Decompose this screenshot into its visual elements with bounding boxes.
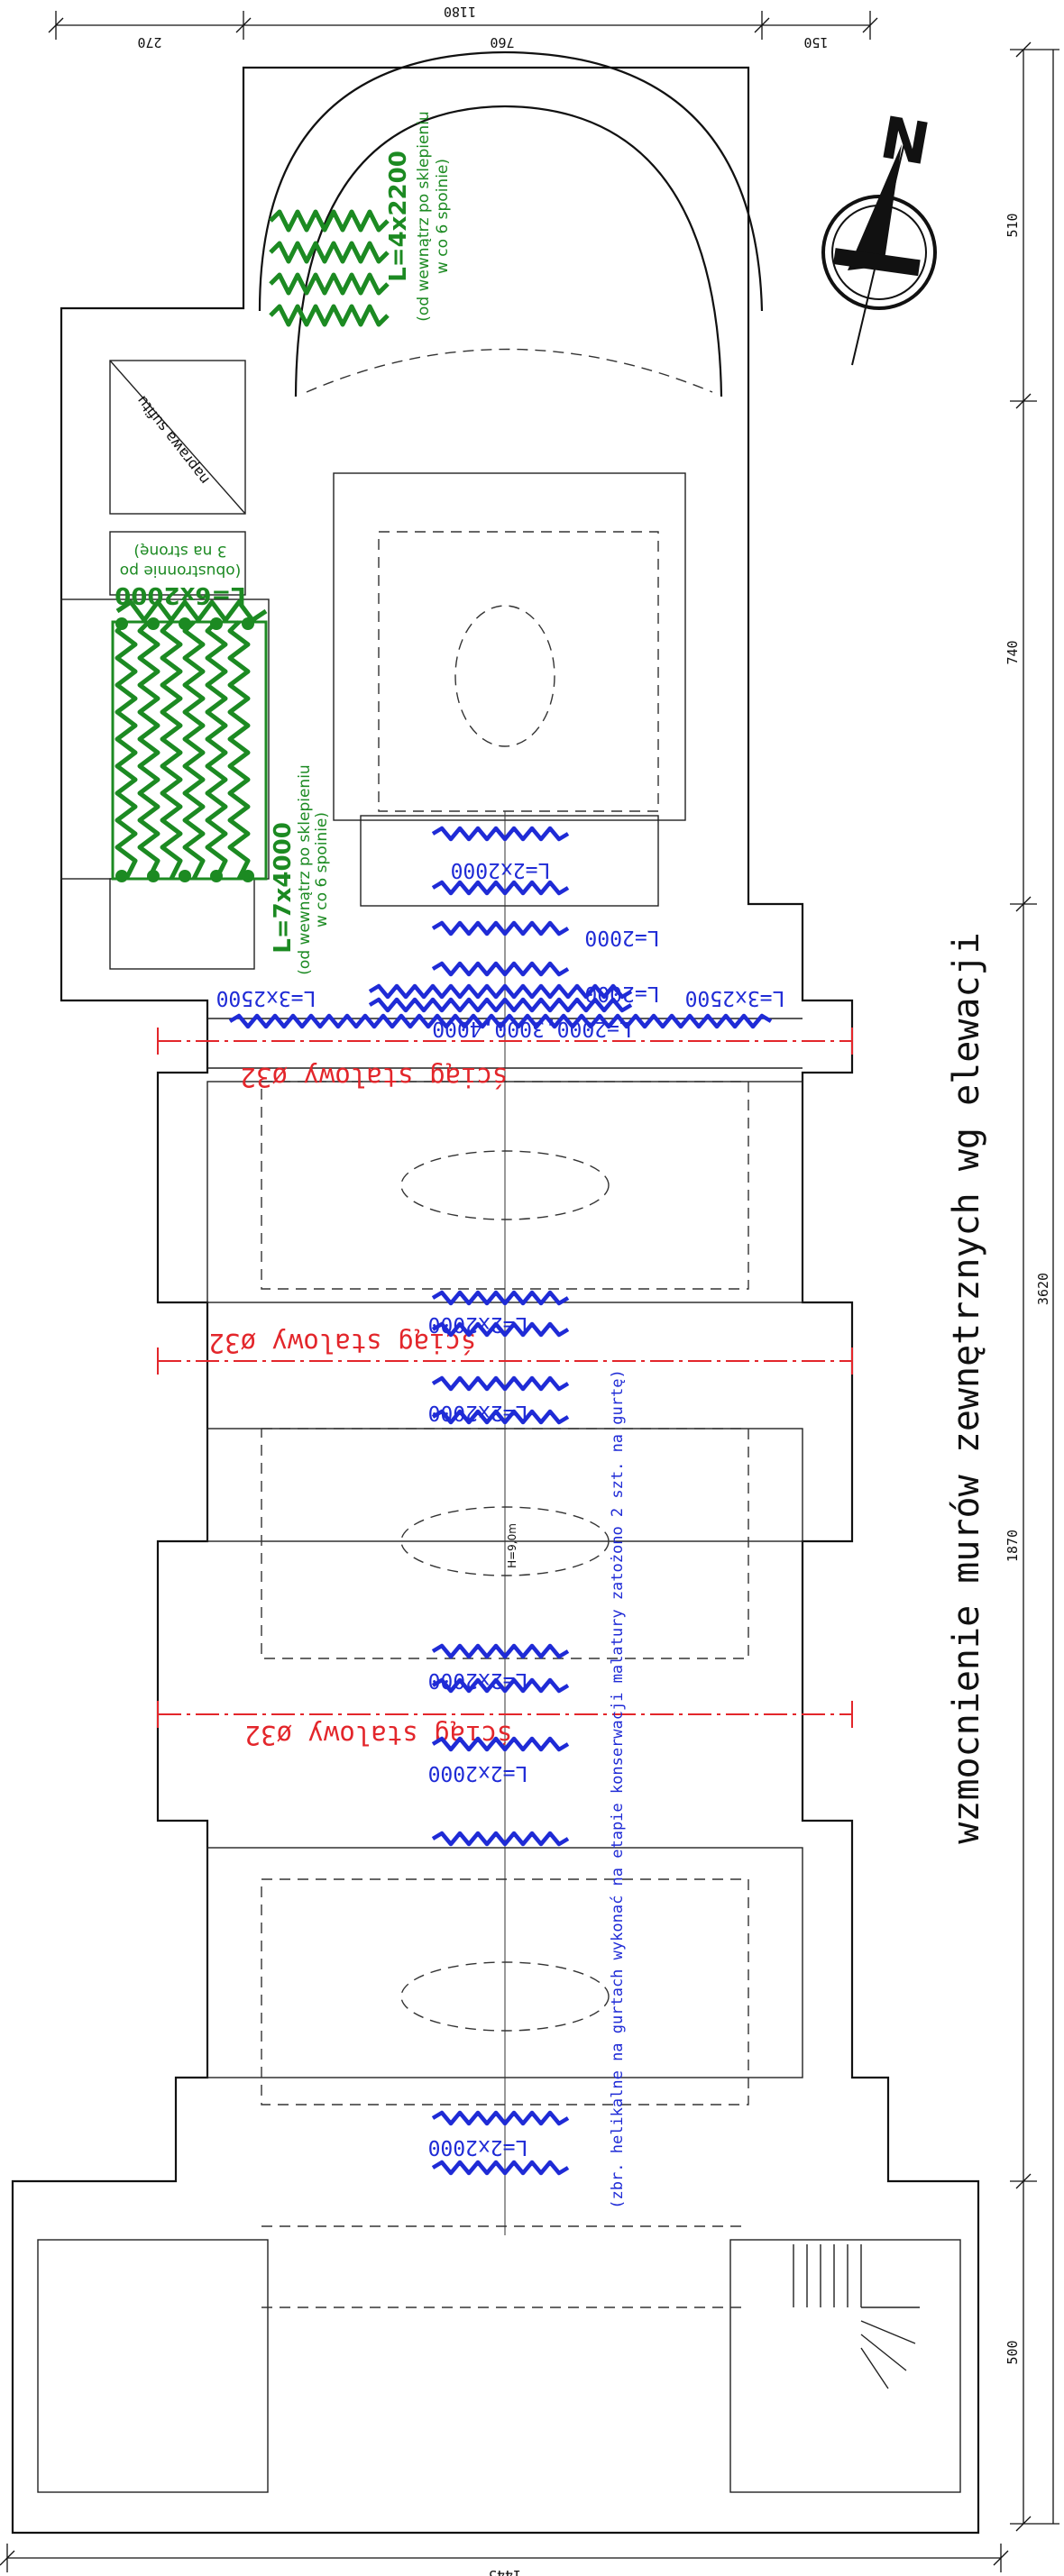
label-l2000-3000-4000: L=2000,3000,4000	[432, 1017, 632, 1040]
blue-labels: L=2x2000 L=2000 L=2000 L=3x2500 L=3x2500…	[216, 858, 785, 2209]
dim-top-seg-3: 150	[803, 34, 828, 50]
label-l2x2000-f: L=2x2000	[428, 2135, 528, 2159]
label-l2x2000-e: L=2x2000	[428, 1761, 528, 1785]
dim-right-4: 1870	[1004, 1530, 1021, 1562]
label-l2000-a: L=2000	[584, 926, 659, 949]
label-l2000-b: L=2000	[584, 982, 659, 1005]
drawing-title: wzmocnienie murów zewnętrznych wg elewac…	[946, 932, 987, 1843]
right-dimension-line: 510 740 3620 1870 500	[1004, 41, 1059, 2532]
dim-right-1: 510	[1004, 213, 1021, 237]
dim-bottom-total: 1445	[489, 2567, 521, 2576]
dim-right-5: 500	[1004, 2340, 1021, 2364]
top-note-1: (obustronnie po	[120, 562, 241, 580]
dim-right-2: 740	[1004, 640, 1021, 664]
tie-rod-1-label: ściąg stalowy ø32	[241, 1062, 509, 1092]
tie-rod-2: ściąg stalowy ø32	[157, 1328, 853, 1375]
top-note-2: 3 na stronę)	[133, 542, 226, 560]
side-note-2: w co 6 spoinie)	[313, 812, 331, 927]
label-l2x2000-b: L=2x2000	[428, 1312, 528, 1336]
label-l2x2000-c: L=2x2000	[428, 1401, 528, 1424]
dim-top-total: 1180	[444, 4, 476, 20]
dim-top-seg-2: 760	[490, 34, 514, 50]
blue-waves	[228, 826, 773, 2176]
side-label: L=7x4000	[270, 822, 297, 954]
label-l3x2500-b: L=3x2500	[685, 986, 785, 1009]
apse-note-2: w co 6 spoinie)	[434, 159, 452, 274]
top-label: L=6x2000	[115, 581, 246, 608]
green-side-waves: L=7x4000 (od wewnątrz po sklepieniu w co…	[111, 542, 331, 975]
dim-top-seg-1: 270	[137, 34, 161, 50]
staircase	[793, 2244, 920, 2389]
ceiling-label: naprawa sufitu	[133, 392, 213, 488]
north-arrow: N	[821, 105, 937, 366]
tie-rod-1: ściąg stalowy ø32	[157, 1028, 853, 1092]
vault-note: (zbr. helikalne na gurtach wykonać na et…	[609, 1369, 627, 2208]
label-l2x2000-d: L=2x2000	[428, 1668, 528, 1692]
bottom-dimension-line: 1445	[0, 2544, 1009, 2576]
green-apse-waves: L=4x2200 (od wewnątrz po sklepieniu w co…	[269, 111, 452, 327]
top-dimension-line: 1180 270 760 150	[48, 4, 878, 50]
dim-right-3: 3620	[1035, 1273, 1051, 1305]
height-label: H=9,0m	[506, 1523, 518, 1568]
label-l2x2000-a: L=2x2000	[451, 858, 551, 882]
apse-label: L=4x2200	[385, 151, 412, 282]
apse-note-1: (od wewnątrz po sklepieniu	[415, 111, 433, 321]
north-label: N	[876, 105, 935, 178]
label-l3x2500-a: L=3x2500	[216, 986, 316, 1009]
side-note-1: (od wewnątrz po sklepieniu	[296, 764, 314, 974]
tie-rod-2-label: ściąg stalowy ø32	[209, 1328, 477, 1358]
